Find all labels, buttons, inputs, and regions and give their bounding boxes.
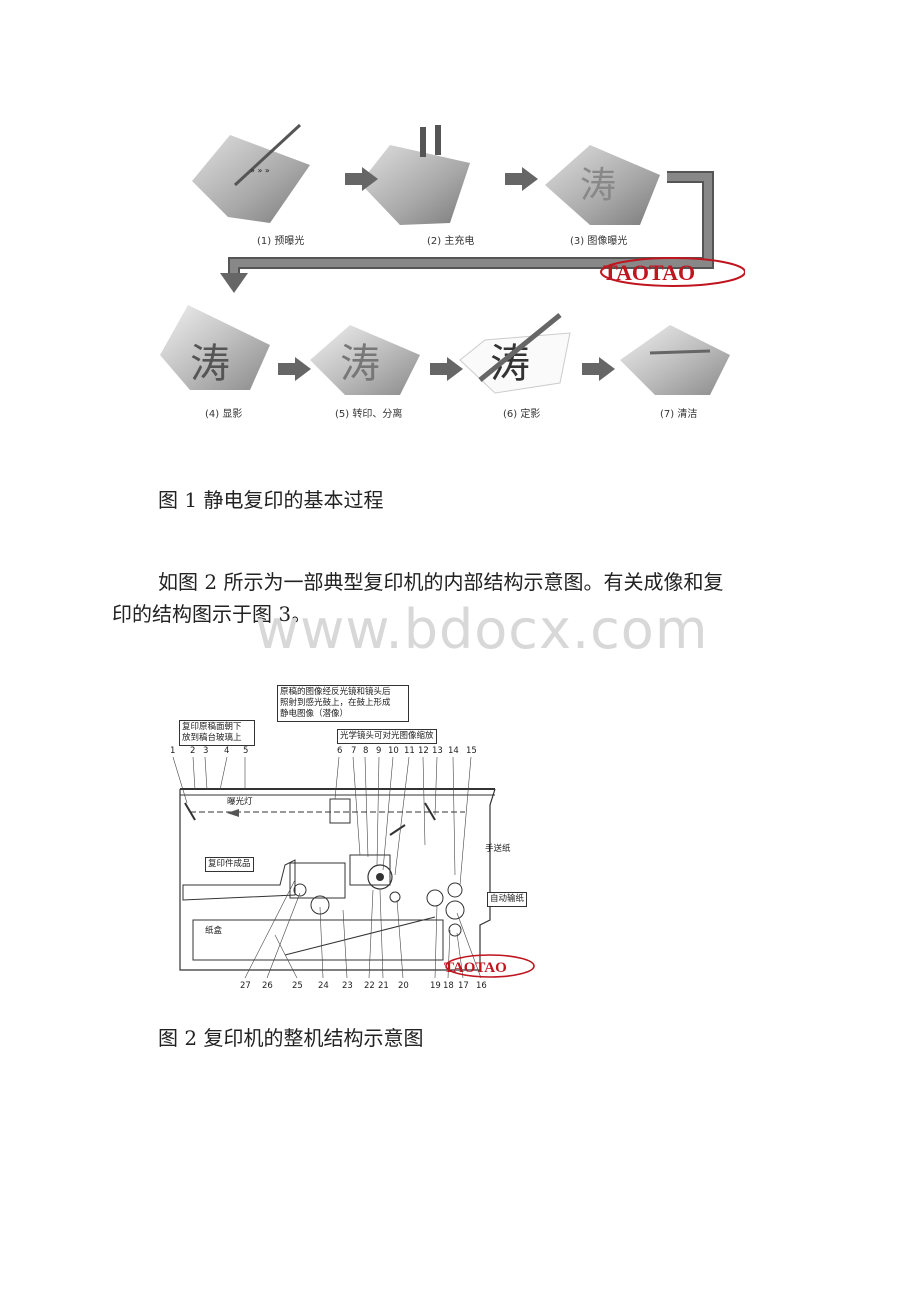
note-auto-feed: 自动输纸 (487, 892, 528, 907)
part-number-22: 22 (364, 981, 375, 991)
paragraph-line-1: 如图 2 所示为一部典型复印机的内部结构示意图。有关成像和复 (158, 570, 724, 594)
part-number-14: 14 (448, 746, 459, 756)
svg-text:涛: 涛 (340, 341, 380, 387)
svg-text:TAOTAO: TAOTAO (603, 260, 695, 285)
figure-2-diagram (172, 756, 496, 979)
step-4-plate: 涛 (160, 305, 270, 390)
figure-1: » » » 涛 涛 涛 涛 (150, 115, 750, 435)
part-number-4: 4 (224, 746, 230, 756)
part-number-27: 27 (240, 981, 251, 991)
arrow-6-7 (582, 357, 615, 381)
part-number-20: 20 (398, 981, 409, 991)
note-original-on-glass: 复印原稿面朝下 放到稿台玻璃上 (179, 720, 255, 746)
part-number-9: 9 (376, 746, 382, 756)
figure-2-caption: 图 2 复印机的整机结构示意图 (158, 1026, 424, 1050)
part-number-23: 23 (342, 981, 353, 991)
step-7-label: (7) 清洁 (660, 409, 698, 420)
part-number-17: 17 (458, 981, 469, 991)
part-number-3: 3 (203, 746, 209, 756)
note-output: 复印件成品 (205, 857, 254, 872)
paragraph-line-2: 印的结构图示于图 3。 (112, 602, 312, 626)
part-number-13: 13 (432, 746, 443, 756)
figure-2: 1 2 3 4 5 6 7 8 9 10 11 12 13 14 15 27 2… (165, 685, 535, 1000)
part-number-16: 16 (476, 981, 487, 991)
arrow-4-5 (278, 357, 311, 381)
part-number-8: 8 (363, 746, 369, 756)
part-number-2: 2 (190, 746, 196, 756)
note-image-path: 原稿的图像经反光镜和镜头后 照射到感光鼓上，在鼓上形成 静电图像（潜像） (277, 685, 409, 722)
figure-1-caption: 图 1 静电复印的基本过程 (158, 488, 384, 512)
svg-text:涛: 涛 (190, 341, 230, 387)
part-number-25: 25 (292, 981, 303, 991)
svg-text:涛: 涛 (580, 165, 616, 206)
step-1-label: (1) 预曝光 (257, 236, 305, 247)
part-number-10: 10 (388, 746, 399, 756)
arrow-1-2 (345, 167, 378, 191)
step-3-label: (3) 图像曝光 (570, 236, 628, 247)
step-3-plate: 涛 (545, 145, 660, 225)
part-number-19: 19 (430, 981, 441, 991)
part-number-21: 21 (378, 981, 389, 991)
step-1-plate: » » » (192, 123, 310, 223)
part-number-7: 7 (351, 746, 357, 756)
part-number-1: 1 (170, 746, 176, 756)
step-2-label: (2) 主充电 (427, 236, 475, 247)
arrow-5-6 (430, 357, 463, 381)
step-5-plate: 涛 (310, 325, 420, 395)
step-5-label: (5) 转印、分离 (335, 409, 403, 420)
part-number-6: 6 (337, 746, 343, 756)
step-2-plate (360, 125, 470, 225)
step-4-label: (4) 显影 (205, 409, 243, 420)
step-6-plate: 涛 (459, 313, 571, 394)
step-6-label: (6) 定影 (503, 409, 541, 420)
watermark: www.bdocx.com (255, 598, 709, 661)
arrow-2-3 (505, 167, 538, 191)
part-number-24: 24 (318, 981, 329, 991)
step-7-plate (620, 325, 730, 395)
figure-1-diagram: » » » 涛 涛 涛 涛 (160, 123, 730, 395)
part-number-15: 15 (466, 746, 477, 756)
label-exposure-lamp: 曝光灯 (227, 797, 253, 807)
part-number-26: 26 (262, 981, 273, 991)
label-manual-feed: 手送纸 (485, 844, 511, 854)
part-number-11: 11 (404, 746, 415, 756)
part-number-5: 5 (243, 746, 249, 756)
svg-text:» » »: » » » (250, 166, 270, 175)
note-lens: 光学镜头可对光图像缩放 (337, 729, 437, 744)
svg-text:TAOTAO: TAOTAO (444, 960, 507, 976)
taotao-logo-2: TAOTAO (440, 950, 535, 982)
part-number-18: 18 (443, 981, 454, 991)
taotao-logo: TAOTAO (595, 252, 746, 292)
label-paper-tray: 纸盒 (205, 926, 223, 936)
part-number-12: 12 (418, 746, 429, 756)
